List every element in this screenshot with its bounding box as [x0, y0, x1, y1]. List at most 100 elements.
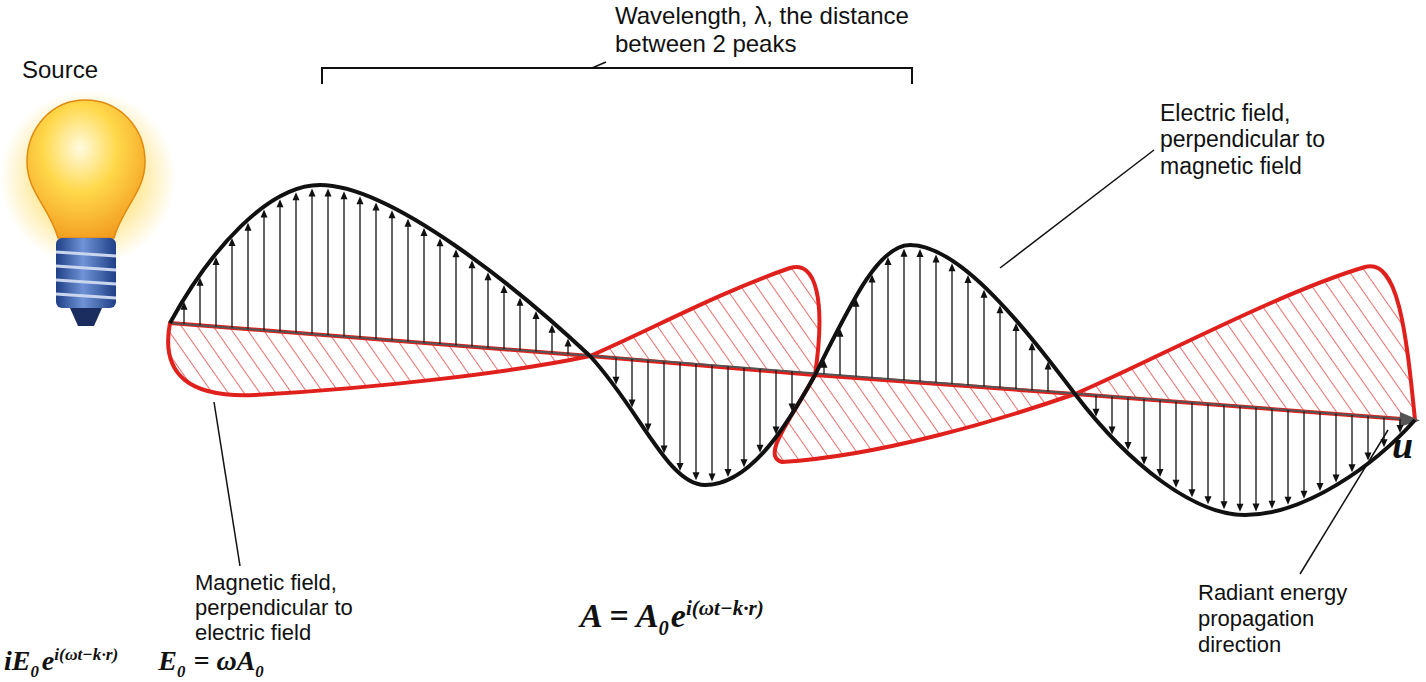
- propagation-axis: [170, 323, 1402, 419]
- equation-subscript: 0: [659, 617, 669, 639]
- field-arrowhead: [933, 254, 940, 262]
- field-arrow: [327, 194, 328, 335]
- field-arrow: [391, 216, 392, 340]
- bulb-tip: [70, 308, 102, 326]
- field-arrow: [759, 369, 760, 447]
- field-arrow: [423, 234, 424, 343]
- field-arrowhead: [1333, 474, 1340, 482]
- field-arrow: [551, 331, 552, 353]
- field-arrow: [407, 225, 408, 342]
- field-arrowhead: [293, 192, 300, 200]
- field-arrow: [1047, 368, 1048, 392]
- wavelength-label: Wavelength, λ, the distance between 2 pe…: [615, 2, 945, 57]
- equation-subscript: 0: [30, 662, 38, 681]
- field-arrow: [951, 269, 952, 384]
- magnetic-lobe: [168, 323, 590, 395]
- field-arrow: [1127, 398, 1128, 444]
- source-label: Source: [22, 56, 98, 84]
- field-arrowhead: [693, 472, 700, 480]
- field-arrowhead: [1205, 496, 1212, 504]
- field-arrowhead: [1189, 489, 1196, 497]
- field-arrow: [455, 255, 456, 345]
- field-arrowhead: [1285, 497, 1292, 505]
- leader-line: [1000, 150, 1154, 268]
- equation-subscript: 0: [177, 662, 185, 681]
- field-arrowhead: [453, 249, 460, 257]
- field-arrow: [231, 244, 232, 328]
- field-arrow: [1207, 404, 1208, 498]
- field-arrowhead: [405, 219, 412, 227]
- field-arrow: [1303, 411, 1304, 492]
- field-arrowhead: [1317, 483, 1324, 491]
- field-arrow: [215, 263, 216, 327]
- field-arrowhead: [917, 249, 924, 257]
- light-bulb: [0, 90, 176, 326]
- field-arrowhead: [1221, 501, 1228, 509]
- field-arrow: [1223, 405, 1224, 503]
- field-arrow: [1367, 416, 1368, 454]
- field-arrow: [711, 365, 712, 475]
- bulb-glass: [27, 100, 145, 238]
- field-arrow: [695, 364, 696, 474]
- field-arrow: [1143, 399, 1144, 459]
- electric-wave: [170, 185, 1415, 515]
- electric-field-label: Electric field, perpendicular to magneti…: [1160, 100, 1360, 179]
- propagation-label: Radiant energy propagation direction: [1198, 580, 1368, 658]
- field-arrow: [1255, 408, 1256, 506]
- field-arrow: [183, 308, 184, 324]
- field-arrow: [439, 244, 440, 344]
- field-arrowhead: [901, 249, 908, 257]
- field-arrow: [679, 363, 680, 465]
- field-arrow: [199, 284, 200, 326]
- field-arrowhead: [277, 199, 284, 207]
- equation-exponent: i(ωt−k·r): [686, 596, 764, 620]
- field-arrow: [487, 278, 488, 348]
- field-arrow: [903, 255, 904, 381]
- field-arrowhead: [709, 473, 716, 481]
- equation-term: = ωA: [193, 645, 255, 676]
- field-arrow: [615, 358, 616, 379]
- field-arrowhead: [501, 285, 508, 293]
- field-arrow: [743, 368, 744, 462]
- leader-line: [214, 402, 240, 566]
- equation-subscript: 0: [255, 662, 263, 681]
- leader-line: [592, 62, 606, 68]
- field-arrow: [279, 205, 280, 331]
- field-arrowhead: [1173, 480, 1180, 488]
- field-arrow: [471, 266, 472, 346]
- field-arrow: [1015, 329, 1016, 389]
- field-arrow: [791, 371, 792, 405]
- field-arrow: [647, 360, 648, 425]
- field-arrow: [359, 202, 360, 338]
- field-arrowhead: [421, 228, 428, 236]
- field-arrowhead: [389, 210, 396, 218]
- field-arrow: [775, 370, 776, 428]
- bulb-thread: [56, 252, 116, 298]
- field-arrow: [263, 215, 264, 330]
- field-arrow: [999, 311, 1000, 387]
- equation-term: e: [42, 645, 54, 676]
- field-arrowhead: [373, 203, 380, 211]
- field-arrow: [935, 260, 936, 382]
- field-arrow: [839, 335, 840, 376]
- field-arrow: [503, 291, 504, 349]
- leader-line: [1300, 430, 1388, 574]
- field-arrow: [1111, 396, 1112, 428]
- field-arrow: [1175, 401, 1176, 481]
- field-arrowhead: [1253, 504, 1260, 512]
- equation: iE0ei(ωt−k·r)E0= ωA0: [4, 644, 264, 682]
- field-arrow: [727, 366, 728, 471]
- field-arrow: [887, 263, 888, 379]
- field-arrowhead: [1269, 501, 1276, 509]
- field-arrow: [1031, 348, 1032, 390]
- bulb-base: [56, 238, 116, 308]
- magnetic-lobe: [775, 375, 1075, 462]
- field-arrow: [967, 281, 968, 385]
- magnetic-field-label: Magnetic field, perpendicular to electri…: [195, 570, 395, 645]
- field-arrow: [311, 194, 312, 334]
- magnetic-wave: [168, 266, 1415, 462]
- field-arrow: [1351, 415, 1352, 466]
- equation-exponent: i(ωt−k·r): [54, 645, 118, 664]
- field-arrow: [631, 359, 632, 402]
